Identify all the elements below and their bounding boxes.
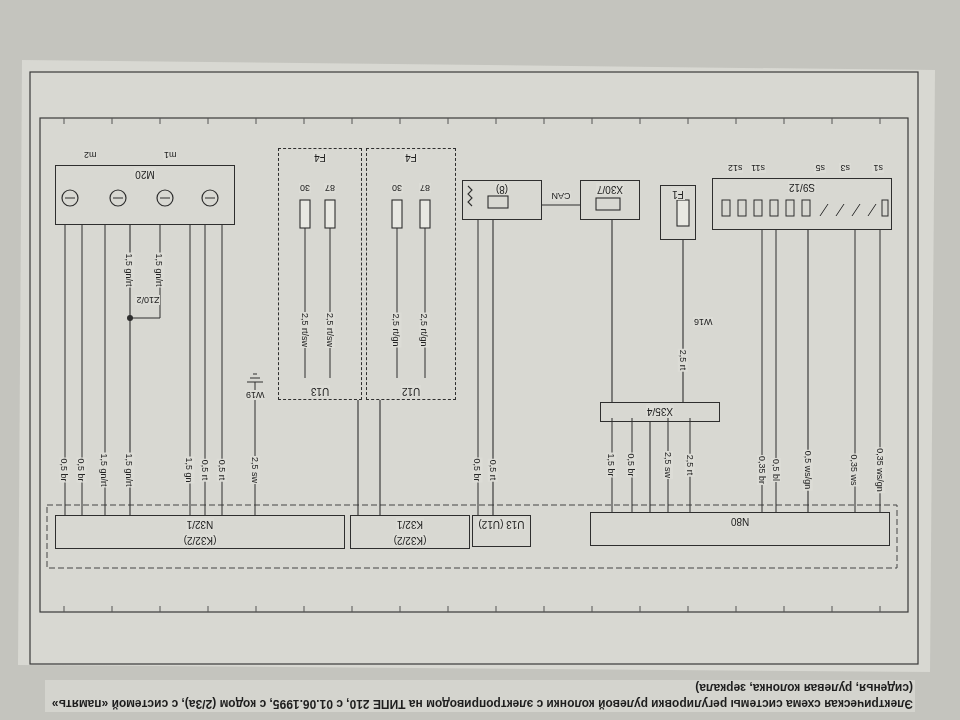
component-box: S9/12 [712,178,892,230]
component-name: X35/4 [646,405,674,417]
motor-symbols [62,190,218,206]
wire-label: 1,5 br [607,452,617,477]
wire-label: 0,5 rt [488,459,498,482]
component-note: U13 [310,385,330,397]
wire-label: 2,5 rt/gn [420,312,430,347]
wire-label: 0,5 br [60,457,70,482]
outer-frame [30,72,918,664]
component-box: K32/1 (K32/2) [350,515,470,549]
component-name: N32/1 [186,518,215,530]
wire-label: 0,5 rt [217,459,227,482]
component-note: (K32/2) [393,534,428,546]
component-box: F1 [660,185,696,240]
component-label: s1 [872,163,884,173]
component-name: M20 [134,168,155,180]
dashed-group-box: F4U13 [278,148,362,400]
component-box: N32/1 (K32/2) [55,515,345,549]
fuse-symbols [300,200,689,228]
component-label: s12 [727,163,744,173]
component-label: m2 [83,150,98,160]
component-box: U13 (U12) [472,515,531,547]
wire-label: 2,5 sw [663,451,673,479]
wire-connector [379,400,380,515]
wire-label: 0,35 ws [850,453,860,486]
component-name: F1 [671,188,685,200]
signal-label: CAN [550,191,571,201]
wire-label: 0,5 rt [200,459,210,482]
component-label: 87 [324,183,336,193]
wire-connector [682,240,683,402]
component-label: s5 [814,163,826,173]
component-note: U12 [401,385,421,397]
component-name: K32/1 [396,518,424,530]
component-box: X30/7 [580,180,640,220]
switch-symbols [722,200,888,216]
component-name: N80 [730,515,750,527]
wire-label: 0,35 ws/gn [875,447,885,493]
component-box: N80 [590,512,890,546]
wire-label: 1,5 gn/rt [125,452,135,487]
wire-label: 0,35 br [757,455,767,485]
wire-label: 2,5 rt/sw [300,312,310,348]
wire-label: 2,5 sw [250,456,260,484]
component-box: (8) [462,180,542,220]
paper-sheet [18,60,935,672]
component-label: s11 [750,163,766,173]
wire-label: 0,5 br [627,452,637,477]
component-note: (K32/2) [183,534,218,546]
component-label: W19 [245,390,266,400]
component-label: s3 [839,163,851,173]
component-label: 30 [391,183,403,193]
wire-label: 2,5 rt/gn [392,312,402,347]
figure-caption: Электрическая схема системы регулировки … [45,680,915,712]
wires [65,220,880,515]
wire-label: 1,5 gn/rt [100,452,110,487]
wire-connector [357,400,358,515]
wire-label: 0,5 br [473,457,483,482]
wire-label: 0,5 ws/gn [803,450,813,491]
component-name: F4 [404,151,418,163]
component-name: U13 (U12) [477,518,525,530]
wire-label: 2,5 rt [678,349,688,372]
wire-label: 1,5 gn/rt [125,252,135,287]
component-box: M20 [55,165,235,225]
component-label: m1 [163,150,178,160]
component-name: S9/12 [788,181,816,193]
component-name: X30/7 [596,183,624,195]
wire-label: 1,5 gn [185,456,195,483]
wire-connector [649,422,650,512]
wire-label: 1,5 gn/rt [155,252,165,287]
wire-label: 2,5 rt/sw [325,312,335,348]
component-label: Z10/2 [135,295,160,305]
module-frame [47,505,897,568]
component-label: 87 [419,183,431,193]
component-name: (8) [495,183,509,195]
wire-label: 0,5 bl [771,458,781,482]
component-name: F4 [313,151,327,163]
wire-label: 0,5 br [77,457,87,482]
inner-frame [40,118,908,612]
component-label: 30 [299,183,311,193]
frame-ticks [64,118,880,612]
component-label: W16 [693,317,714,327]
component-box: X35/4 [600,402,720,422]
wire-connector [542,204,580,205]
dashed-group-box: F4U12 [366,148,456,400]
wire-label: 2,5 rt [685,454,695,477]
wire-connector [611,220,612,402]
